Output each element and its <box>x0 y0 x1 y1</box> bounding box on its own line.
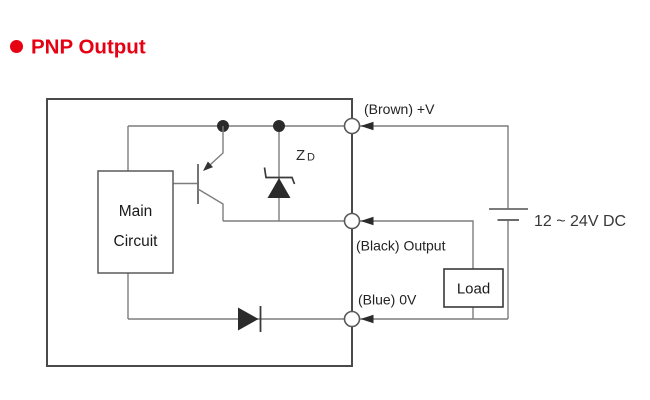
arrow-left-icon-blue <box>360 314 374 324</box>
wire-supply-plus <box>360 125 509 209</box>
terminal-black <box>343 212 361 230</box>
sensor-outline-box <box>46 98 353 367</box>
terminal-arrows <box>360 121 374 324</box>
main-circuit-label-line2: Circuit <box>114 233 159 250</box>
arrow-left-icon-brown <box>360 121 374 131</box>
external-wires <box>360 125 509 320</box>
zener-label: Z <box>296 147 305 164</box>
zener-label-subscript: D <box>307 152 315 164</box>
load-block: Load <box>443 268 504 308</box>
main-circuit-box <box>97 170 174 274</box>
junction-dot-zener <box>273 120 285 132</box>
load-box <box>443 268 504 308</box>
wire-output-to-load <box>360 220 474 269</box>
blue-terminal-label: (Blue) 0V <box>358 292 417 308</box>
zener-triangle-icon <box>267 178 291 198</box>
zener-cathode-bar <box>263 167 296 185</box>
terminals <box>343 117 361 328</box>
terminal-brown <box>343 117 361 135</box>
transistor-collector-line <box>197 188 224 221</box>
main-circuit-block: Main Circuit <box>97 170 174 274</box>
supply-voltage-label: 12 ~ 24V DC <box>534 213 626 230</box>
black-terminal-label: (Black) Output <box>356 238 446 254</box>
load-label: Load <box>457 281 490 298</box>
arrow-left-icon-black <box>360 216 374 226</box>
page-title: PNP Output <box>31 36 146 59</box>
zener-diode-symbol: Z D <box>263 147 315 198</box>
battery-symbol: 12 ~ 24V DC <box>489 208 626 230</box>
diode-triangle-icon <box>238 307 259 331</box>
main-circuit-label-line1: Main <box>119 203 153 220</box>
brown-terminal-label: (Brown) +V <box>364 101 435 117</box>
red-bullet-icon <box>10 40 23 53</box>
terminal-blue <box>343 310 361 328</box>
figure-title: PNP Output <box>10 36 146 59</box>
terminal-labels: (Brown) +V (Black) Output (Blue) 0V <box>356 101 446 308</box>
diode-symbol <box>238 306 262 332</box>
transistor-emitter-line <box>204 126 224 171</box>
transistor-emitter-arrow-icon <box>203 161 213 171</box>
pnp-transistor-symbol <box>197 126 224 221</box>
